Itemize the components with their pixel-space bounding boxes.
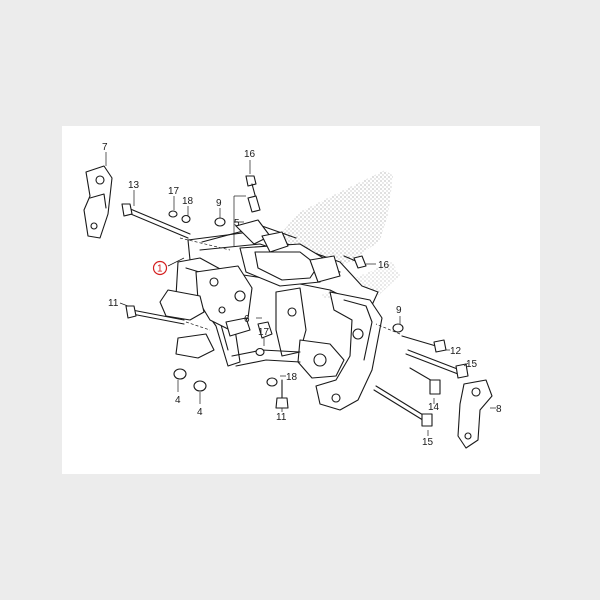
frame-exploded-diagram: 7 13 17 18 9 16 5 1 16 11 6 17 9 12 15 1… xyxy=(83,142,502,449)
callout-9: 9 xyxy=(216,198,222,209)
callout-16b: 16 xyxy=(378,260,390,271)
callout-7: 7 xyxy=(102,142,108,153)
callout-15b: 15 xyxy=(422,437,434,448)
bracket-8 xyxy=(457,379,493,449)
callout-8: 8 xyxy=(496,404,502,415)
callout-12: 12 xyxy=(450,346,462,357)
callout-18: 18 xyxy=(182,196,194,207)
callout-4b: 4 xyxy=(197,407,203,418)
callout-4: 4 xyxy=(175,395,181,406)
callout-13: 13 xyxy=(128,180,140,191)
leader-lines xyxy=(105,152,496,436)
callout-17b: 17 xyxy=(258,327,270,338)
callout-15: 15 xyxy=(466,359,478,370)
callout-5: 5 xyxy=(234,218,240,229)
callout-1: 1 xyxy=(157,264,163,275)
bracket-7 xyxy=(83,165,113,239)
callout-9b: 9 xyxy=(396,305,402,316)
callouts: 7 13 17 18 9 16 5 1 16 11 6 17 9 12 15 1… xyxy=(102,142,502,448)
callout-6: 6 xyxy=(244,314,250,325)
fasteners xyxy=(121,175,469,427)
callout-14: 14 xyxy=(428,402,440,413)
callout-16: 16 xyxy=(244,149,256,160)
callout-1-highlight: 1 xyxy=(152,260,168,276)
callout-17: 17 xyxy=(168,186,180,197)
diagram-sheet: 7 13 17 18 9 16 5 1 16 11 6 17 9 12 15 1… xyxy=(62,126,540,474)
main-frame xyxy=(159,219,383,411)
callout-11: 11 xyxy=(108,298,119,309)
callout-18b: 18 xyxy=(286,372,298,383)
callout-11b: 11 xyxy=(276,412,287,423)
